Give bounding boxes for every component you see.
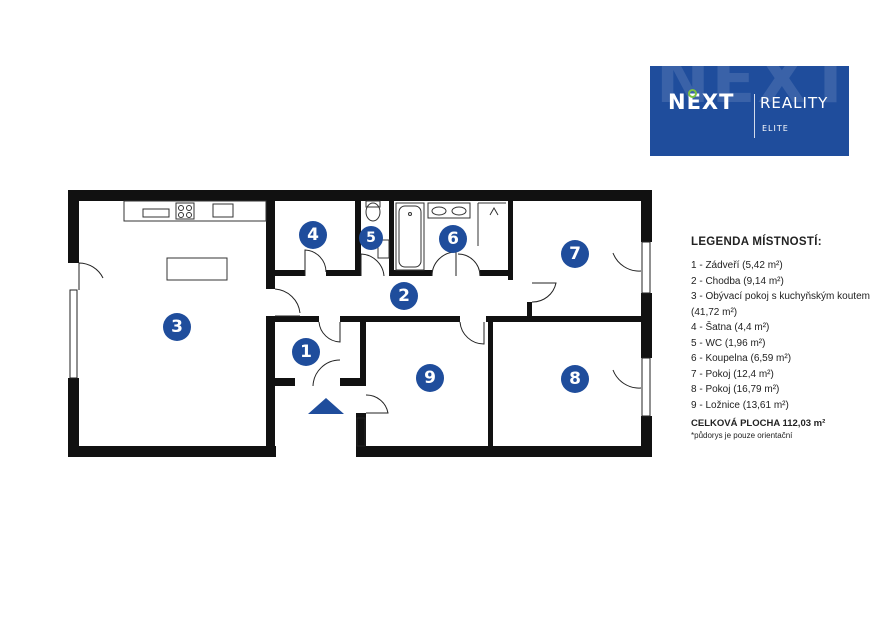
room-number: 9 xyxy=(424,368,436,388)
room-number: 5 xyxy=(366,230,376,246)
room-number: 3 xyxy=(171,317,183,337)
room-number: 7 xyxy=(569,244,581,264)
legend-item: 7 - Pokoj (12,4 m²) xyxy=(691,368,774,380)
room-marker-2: 2 xyxy=(390,282,418,310)
logo-dot-icon xyxy=(688,89,697,98)
legend-item: 2 - Chodba (9,14 m²) xyxy=(691,275,784,287)
legend-item: 8 - Pokoj (16,79 m²) xyxy=(691,384,780,395)
room-number: 1 xyxy=(300,342,312,362)
room-marker-9: 9 xyxy=(416,364,444,392)
room-marker-5: 5 xyxy=(359,226,383,250)
legend-item: 5 - WC (1,96 m²) xyxy=(691,337,766,349)
walls xyxy=(68,190,652,457)
legend-title: LEGENDA MÍSTNOSTÍ: xyxy=(691,236,822,248)
legend-item: 4 - Šatna (4,4 m²) xyxy=(691,322,770,333)
windows xyxy=(69,241,651,447)
room-number: 6 xyxy=(447,229,459,249)
room-markers: 1 2 3 4 5 6 7 8 9 xyxy=(163,221,589,393)
legend-total: CELKOVÁ PLOCHA 112,03 m² xyxy=(691,418,826,429)
legend-item: 9 - Ložnice (13,61 m²) xyxy=(691,399,789,411)
legend-item: 6 - Koupelna (6,59 m²) xyxy=(691,353,792,364)
room-number: 8 xyxy=(569,369,581,389)
room-marker-7: 7 xyxy=(561,240,589,268)
legend: LEGENDA MÍSTNOSTÍ: 1 - Zádveří (5,42 m²)… xyxy=(691,236,891,440)
logo-tier: ELITE xyxy=(762,124,789,133)
logo: NEXT NEXT REALITY ELITE xyxy=(650,66,849,156)
room-number: 2 xyxy=(398,286,410,306)
logo-brand: NEXT xyxy=(668,90,735,114)
entrance-arrow-icon xyxy=(308,398,344,414)
legend-note: *půdorys je pouze orientační xyxy=(691,431,793,440)
logo-separator xyxy=(754,94,755,138)
fixtures xyxy=(123,200,506,281)
room-marker-6: 6 xyxy=(439,225,467,253)
legend-item: 3 - Obývací pokoj s kuchyňským koutem (4… xyxy=(691,291,870,318)
legend-item: 1 - Zádveří (5,42 m²) xyxy=(691,260,783,271)
logo-sub: REALITY xyxy=(760,94,829,112)
room-marker-1: 1 xyxy=(292,338,320,366)
room-marker-8: 8 xyxy=(561,365,589,393)
room-number: 4 xyxy=(307,225,319,245)
room-marker-4: 4 xyxy=(299,221,327,249)
room-marker-3: 3 xyxy=(163,313,191,341)
doors xyxy=(78,249,642,414)
